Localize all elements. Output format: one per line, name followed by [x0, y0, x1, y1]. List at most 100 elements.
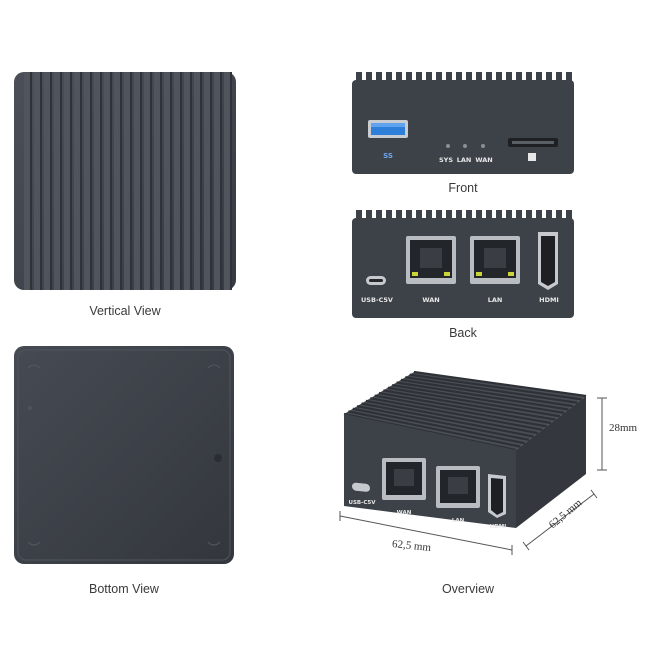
- heatsink-fin-shadow: [100, 72, 102, 290]
- overview-lan-port: [436, 466, 480, 508]
- heatsink-fin: [24, 72, 30, 290]
- screw-hole-icon: [214, 454, 222, 462]
- heatsink-fin: [365, 399, 539, 435]
- heatsink-fin: [413, 370, 587, 398]
- usb3-mark: SS: [383, 152, 393, 160]
- heatsink-fin: [376, 210, 382, 220]
- heatsink-fin: [224, 72, 230, 290]
- heatsink-fin: [476, 210, 482, 220]
- heatsink-fin: [366, 210, 372, 220]
- bottom-view-panel: [14, 346, 234, 564]
- heatsink-fin: [348, 410, 521, 448]
- heatsink-fin-shadow: [150, 72, 152, 290]
- overview-panel: USB-C5V WAN LAN HDMI: [330, 366, 646, 566]
- back-view-caption: Back: [449, 326, 477, 340]
- heatsink-fin-shadow: [170, 72, 172, 290]
- heatsink-fin: [546, 210, 552, 220]
- overview-hdmi-port: [488, 474, 506, 518]
- heatsink-fin: [194, 72, 200, 290]
- heatsink-fin: [456, 210, 462, 220]
- heatsink-fin: [436, 72, 442, 82]
- heatsink-fin: [556, 72, 562, 82]
- heatsink-fin: [386, 72, 392, 82]
- heatsink-fin: [405, 376, 578, 404]
- heatsink-fin: [74, 72, 80, 290]
- heatsink-fin: [386, 210, 392, 220]
- heatsink-fin: [134, 72, 140, 290]
- overview-image: USB-C5V WAN LAN HDMI: [339, 370, 607, 555]
- heatsink-fin: [164, 72, 170, 290]
- heatsink-fin-shadow: [50, 72, 52, 290]
- overview-label-usbc: USB-C5V: [348, 500, 376, 506]
- heatsink-fin: [396, 381, 569, 411]
- heatsink-fin: [356, 405, 530, 441]
- led-label-lan: LAN: [457, 156, 472, 164]
- heatsink-fin: [391, 384, 565, 414]
- dimension-lines: [339, 397, 607, 555]
- heatsink-fin: [154, 72, 160, 290]
- back-view-panel: USB-C5V WAN LAN HDMI: [352, 208, 574, 318]
- led-label-wan: WAN: [475, 156, 492, 164]
- heatsink-fin: [536, 72, 542, 82]
- port-label-hdmi: HDMI: [539, 296, 559, 304]
- heatsink-fin: [144, 72, 150, 290]
- heatsink-fin: [506, 210, 512, 220]
- heatsink-fin: [426, 210, 432, 220]
- heatsink-fin-shadow: [160, 72, 162, 290]
- heatsink-fin: [356, 72, 362, 82]
- heatsink-fin: [374, 394, 547, 428]
- heatsink-fin: [516, 72, 522, 82]
- heatsink-fin: [406, 72, 412, 82]
- vertical-view-panel: [14, 72, 236, 290]
- heatsink-fin: [114, 72, 120, 290]
- vertical-view-image: [14, 72, 236, 290]
- heatsink-fin-shadow: [110, 72, 112, 290]
- heatsink-fin: [214, 72, 220, 290]
- heatsink-fin: [383, 389, 556, 421]
- heatsink-fin: [546, 72, 552, 82]
- heatsink-fin: [506, 72, 512, 82]
- heatsink-fin: [184, 72, 190, 290]
- heatsink-fin: [396, 72, 402, 82]
- heatsink-fin: [378, 391, 552, 425]
- heatsink-fin: [526, 210, 532, 220]
- heatsink-fin: [446, 72, 452, 82]
- heatsink-fin: [516, 210, 522, 220]
- heatsink-fin-shadow: [210, 72, 212, 290]
- heatsink-fin: [44, 72, 50, 290]
- heatsink-fin: [416, 72, 422, 82]
- screw-mark-icon: [27, 364, 41, 369]
- heatsink-fin: [361, 402, 534, 438]
- heatsink-fin: [446, 210, 452, 220]
- overview-usb-c-port: [352, 482, 370, 492]
- port-label-lan: LAN: [488, 296, 503, 304]
- heatsink-fin: [486, 72, 492, 82]
- overview-label-lan: LAN: [452, 518, 465, 524]
- heatsink-fin: [174, 72, 180, 290]
- heatsink-fin-shadow: [140, 72, 142, 290]
- heatsink-fin: [456, 72, 462, 82]
- heatsink-fin: [352, 407, 525, 445]
- wan-led-icon: [481, 144, 485, 148]
- led-label-sys: SYS: [439, 156, 453, 164]
- dimension-height-label: 28mm: [609, 422, 638, 434]
- heatsink-fin: [496, 72, 502, 82]
- heatsink-fin: [400, 378, 574, 408]
- heatsink-fin: [486, 210, 492, 220]
- overview-label-wan: WAN: [397, 510, 412, 516]
- heatsink-fin-shadow: [120, 72, 122, 290]
- heatsink-fin-shadow: [180, 72, 182, 290]
- usb-c-port: [366, 276, 386, 285]
- heatsink-fin: [396, 210, 402, 220]
- overview-label-hdmi: HDMI: [490, 524, 507, 530]
- heatsink-fin: [84, 72, 90, 290]
- wan-rj45-port: [406, 236, 456, 284]
- heatsink-fin: [566, 72, 572, 82]
- heatsink-fin: [34, 72, 40, 290]
- heatsink-fin: [556, 210, 562, 220]
- heatsink-fin: [566, 210, 572, 220]
- heatsink-fin: [406, 210, 412, 220]
- heatsink-fin-shadow: [200, 72, 202, 290]
- bottom-view-caption: Bottom View: [89, 582, 159, 596]
- heatsink-fin-shadow: [80, 72, 82, 290]
